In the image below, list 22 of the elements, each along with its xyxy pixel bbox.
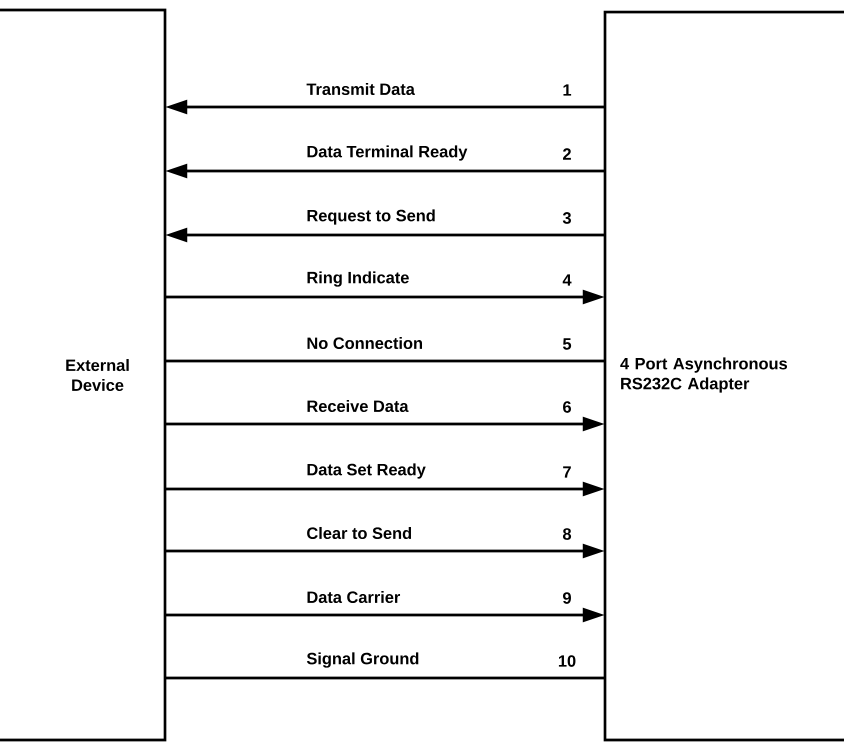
panel: 4 Port Asynchronous RS232C Adapter — [604, 10, 844, 742]
signal-label: Data Carrier — [305, 590, 402, 604]
pin-number: 1 — [563, 84, 572, 96]
signal-label: Transmit Data — [305, 82, 416, 96]
signal-label: Request to Send — [305, 208, 437, 226]
signal-label: Receive Data — [305, 398, 410, 414]
pin-number: 7 — [563, 466, 571, 478]
pin-number: 8 — [562, 528, 572, 540]
signal-label: Data Terminal Ready — [305, 144, 469, 162]
pin-number: 10 — [558, 655, 576, 667]
signal-label: Data Set Ready — [305, 462, 427, 480]
pin-number: 4 — [562, 274, 572, 286]
pin-number: 2 — [563, 148, 571, 160]
pin-number: 5 — [562, 338, 572, 350]
panel: External Device — [0, 8, 166, 742]
signal-label: Ring Indicate — [305, 270, 411, 288]
pin-number: 6 — [563, 401, 571, 413]
signal-label: Signal Ground — [305, 651, 421, 669]
pin-number: 9 — [563, 592, 571, 604]
pin-number: 3 — [562, 212, 571, 224]
signal-label: No Connection — [305, 336, 424, 350]
signal-label: Clear to Send — [305, 526, 414, 540]
